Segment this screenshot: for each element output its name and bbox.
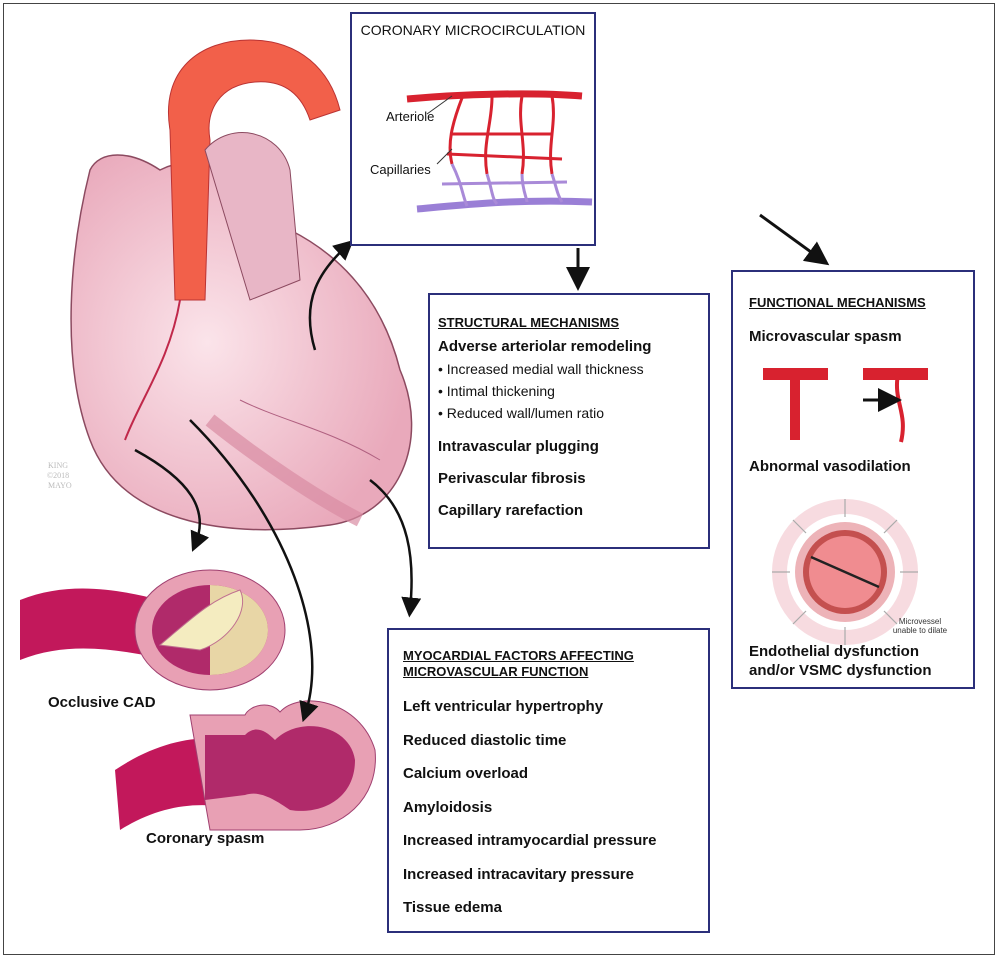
myocardial-item: Left ventricular hypertrophy bbox=[403, 698, 604, 715]
functional-item-vasodilation: Abnormal vasodilation bbox=[749, 458, 911, 475]
structural-subtitle: Adverse arteriolar remodeling bbox=[438, 338, 652, 355]
functional-footer: Endothelial dysfunction and/or VSMC dysf… bbox=[749, 643, 932, 679]
microcirculation-illustration bbox=[406, 90, 593, 213]
myocardial-title: MYOCARDIAL FACTORS AFFECTING MICROVASCUL… bbox=[403, 648, 634, 679]
structural-item: Perivascular fibrosis bbox=[438, 470, 586, 487]
svg-text:©2018: ©2018 bbox=[47, 471, 69, 480]
outer-frame bbox=[3, 3, 995, 955]
structural-item: Intravascular plugging bbox=[438, 438, 599, 455]
vessel-illustrations bbox=[763, 368, 928, 645]
microcirculation-title: CORONARY MICROCIRCULATION bbox=[360, 22, 586, 38]
capillaries-label: Capillaries bbox=[370, 162, 431, 177]
myocardial-item: Reduced diastolic time bbox=[403, 731, 567, 749]
structural-mechanisms-box: STRUCTURAL MECHANISMS Adverse arteriolar… bbox=[428, 293, 710, 549]
structural-title: STRUCTURAL MECHANISMS bbox=[438, 315, 620, 330]
coronary-spasm-illustration bbox=[115, 700, 376, 831]
myocardial-item: Increased intracavitary pressure bbox=[403, 865, 634, 883]
svg-text:MAYO: MAYO bbox=[48, 481, 72, 490]
functional-title: FUNCTIONAL MECHANISMS bbox=[749, 295, 926, 310]
functional-item-spasm: Microvascular spasm bbox=[749, 328, 902, 345]
structural-bullet: • Reduced wall/lumen ratio bbox=[438, 405, 604, 421]
circle-label: Microvessel unable to dilate bbox=[892, 617, 948, 635]
microcirculation-box: CORONARY MICROCIRCULATION Arteriole Capi… bbox=[350, 12, 596, 246]
structural-bullet: • Intimal thickening bbox=[438, 383, 555, 399]
occlusive-cad-label: Occlusive CAD bbox=[48, 694, 156, 711]
myocardial-item: Calcium overload bbox=[403, 765, 529, 782]
svg-text:KING: KING bbox=[48, 461, 68, 470]
heart-illustration bbox=[70, 39, 413, 531]
coronary-spasm-label: Coronary spasm bbox=[146, 830, 265, 847]
myocardial-factors-box: MYOCARDIAL FACTORS AFFECTING MICROVASCUL… bbox=[387, 628, 710, 933]
myocardial-item: Tissue edema bbox=[403, 899, 502, 916]
structural-item: Capillary rarefaction bbox=[438, 502, 584, 519]
myocardial-list: Left ventricular hypertrophy Reduced dia… bbox=[403, 690, 708, 925]
arteriole-label: Arteriole bbox=[386, 109, 435, 124]
myocardial-item: Increased intramyocardial pressure bbox=[403, 832, 657, 849]
occlusive-cad-illustration bbox=[20, 569, 286, 691]
myocardial-item: Amyloidosis bbox=[403, 798, 493, 816]
functional-mechanisms-box: FUNCTIONAL MECHANISMS Microvascular spas… bbox=[731, 270, 975, 689]
structural-bullet: • Increased medial wall thickness bbox=[438, 361, 644, 377]
